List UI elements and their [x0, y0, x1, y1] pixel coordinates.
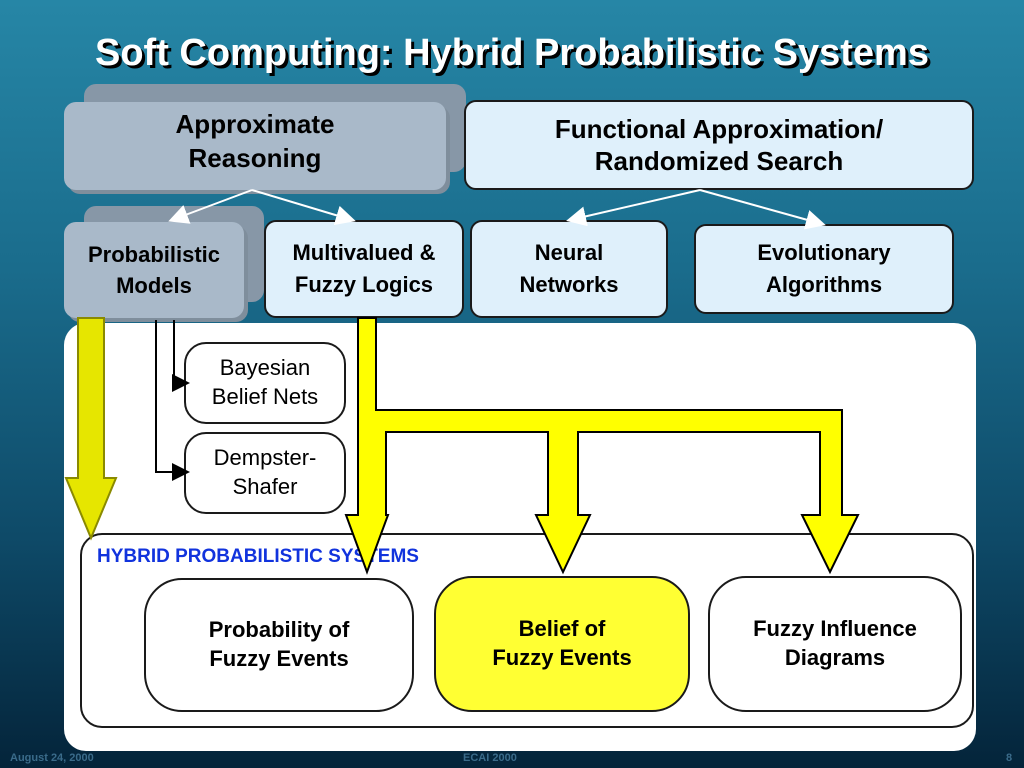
- arrow-functional-to-evolutionary: [699, 189, 826, 230]
- neural-networks-box: Neural Networks: [470, 220, 668, 318]
- prob-fuzzy-events-box: Probability of Fuzzy Events: [144, 578, 414, 712]
- fuzzy-influence-line1: Fuzzy Influence: [753, 616, 917, 642]
- functional-approx-box: Functional Approximation/ Randomized Sea…: [464, 100, 974, 190]
- neural-line1: Neural: [534, 240, 604, 266]
- multivalued-fuzzy-box: Multivalued & Fuzzy Logics: [264, 220, 464, 318]
- arrow-functional-to-neural: [566, 189, 701, 227]
- evolutionary-box: Evolutionary Algorithms: [694, 224, 954, 314]
- approx-reasoning-box: Approximate Reasoning: [64, 102, 446, 190]
- hybrid-systems-label: HYBRID PROBABILISTIC SYSTEMS: [97, 546, 419, 567]
- dempster-line1: Dempster-: [213, 445, 317, 471]
- approx-reasoning-line1: Approximate: [175, 109, 335, 139]
- approx-reasoning-line2: Reasoning: [188, 142, 322, 173]
- neural-line2: Networks: [519, 272, 619, 297]
- multivalued-line1: Multivalued &: [292, 240, 436, 266]
- dempster-line2: Shafer: [232, 474, 298, 499]
- prob-models-line1: Probabilistic: [87, 242, 221, 267]
- arrow-approx-to-multivalued: [251, 189, 356, 225]
- fuzzy-influence-box: Fuzzy Influence Diagrams: [708, 576, 962, 712]
- prob-fuzzy-line2: Fuzzy Events: [209, 646, 349, 671]
- functional-approx-line2: Randomized Search: [594, 146, 844, 176]
- prob-fuzzy-line1: Probability of: [208, 617, 350, 643]
- bayesian-line2: Belief Nets: [211, 384, 319, 409]
- evolutionary-line2: Algorithms: [765, 272, 883, 297]
- slide-title: Soft Computing: Hybrid Probabilistic Sys…: [95, 32, 929, 74]
- prob-models-line2: Models: [116, 272, 192, 298]
- prob-models-box: Probabilistic Models: [64, 222, 244, 318]
- multivalued-line2: Fuzzy Logics: [294, 272, 434, 297]
- bayesian-line1: Bayesian: [219, 355, 311, 381]
- evolutionary-line1: Evolutionary: [757, 240, 891, 266]
- footer-page: 8: [1006, 752, 1013, 764]
- belief-fuzzy-line1: Belief of: [518, 616, 606, 642]
- footer-date: August 24, 2000: [10, 752, 94, 764]
- functional-approx-line1: Functional Approximation/: [554, 113, 884, 144]
- fuzzy-influence-line2: Diagrams: [784, 645, 886, 670]
- belief-fuzzy-line2: Fuzzy Events: [492, 645, 632, 670]
- bayesian-belief-nets-box: Bayesian Belief Nets: [184, 342, 346, 424]
- footer-venue: ECAI 2000: [463, 752, 517, 764]
- dempster-shafer-box: Dempster- Shafer: [184, 432, 346, 514]
- belief-fuzzy-events-box: Belief of Fuzzy Events: [434, 576, 690, 712]
